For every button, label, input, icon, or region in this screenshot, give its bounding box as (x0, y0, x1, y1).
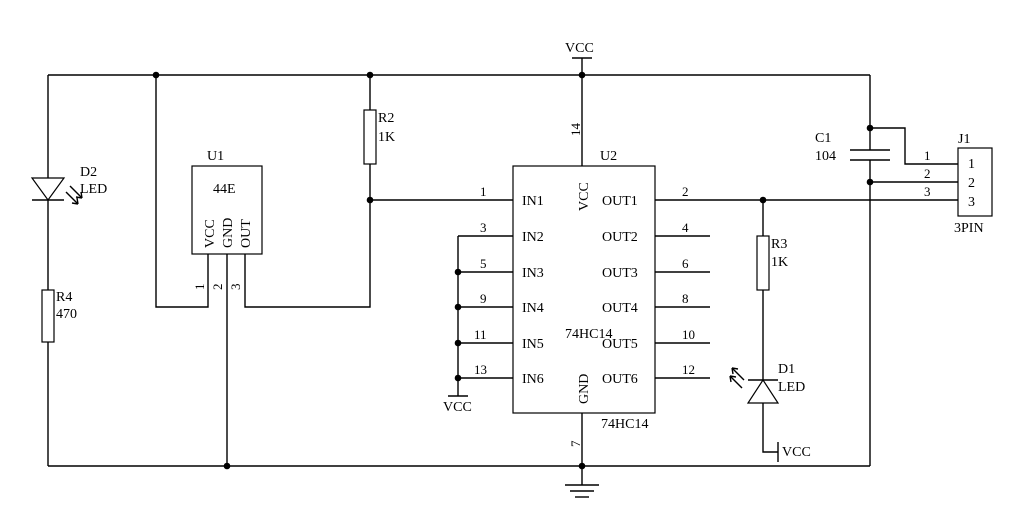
j1-connector: J1 3PIN 1 2 3 1 2 3 (924, 132, 993, 236)
u2-in1-pin: 1 (480, 184, 487, 199)
u2-part-below: 74HC14 (601, 417, 648, 432)
u2-in6-label: IN6 (522, 372, 544, 387)
u2-out4-pin: 8 (682, 291, 689, 306)
u2-in4-pin: 9 (480, 291, 487, 306)
u2-in2-pin: 3 (480, 220, 487, 235)
u1-pin-vcc: VCC (203, 219, 218, 248)
u2-in2-label: IN2 (522, 230, 544, 245)
junctions (152, 71, 874, 470)
vcc-left-symbol: VCC (443, 395, 472, 415)
u2-out3-pin: 6 (682, 256, 689, 271)
u2-in5-label: IN5 (522, 337, 544, 352)
c1-ref: C1 (815, 131, 831, 146)
j1-wire-3: 3 (924, 184, 931, 199)
r4-ref: R4 (56, 290, 72, 305)
vcc-left-label: VCC (443, 400, 472, 415)
j1-pin-1: 1 (968, 157, 975, 172)
u2-gnd-label: GND (577, 374, 592, 404)
u1-hall-sensor: U1 44E VCC GND OUT 1 2 3 (191, 149, 263, 291)
r3-ref: R3 (771, 237, 787, 252)
u1-pin-out: OUT (239, 219, 254, 248)
u2-out2-label: OUT2 (602, 230, 638, 245)
d1-led: D1 LED (729, 362, 805, 404)
u1-pin-num-2: 2 (210, 284, 225, 291)
u2-in3-pin: 5 (480, 256, 487, 271)
r4-value: 470 (56, 307, 77, 322)
u2-out5-pin: 10 (682, 327, 695, 342)
c1-capacitor: C1 104 (815, 131, 890, 164)
u2-in4-label: IN4 (522, 301, 544, 316)
u2-ref: U2 (600, 149, 617, 164)
u2-gnd-pin: 7 (568, 440, 583, 447)
j1-pin-2: 2 (968, 176, 975, 191)
d1-type: LED (778, 380, 805, 395)
u2-out3-label: OUT3 (602, 266, 638, 281)
r3-resistor: R3 1K (756, 235, 788, 291)
u1-pin-num-3: 3 (228, 284, 243, 291)
u1-pin-gnd: GND (221, 218, 236, 248)
r4-resistor: R4 470 (41, 289, 77, 343)
vcc-right-label: VCC (782, 445, 811, 460)
u2-out4-label: OUT4 (602, 301, 638, 316)
u1-ref: U1 (207, 149, 224, 164)
d2-ref: D2 (80, 165, 97, 180)
u2-in5-pin: 11 (474, 327, 487, 342)
r2-resistor: R2 1K (363, 109, 395, 165)
u2-in6-pin: 13 (474, 362, 487, 377)
j1-pin-3: 3 (968, 195, 975, 210)
u2-out5-label: OUT5 (602, 337, 638, 352)
u1-pin-num-1: 1 (192, 284, 207, 291)
wires (47, 58, 958, 485)
u2-vcc-pin: 14 (568, 123, 583, 137)
r2-value: 1K (378, 130, 395, 145)
u2-out1-pin: 2 (682, 184, 689, 199)
vcc-right-symbol: VCC (777, 442, 811, 462)
d1-ref: D1 (778, 362, 795, 377)
j1-wire-1: 1 (924, 148, 931, 163)
r2-ref: R2 (378, 111, 394, 126)
u2-74hc14: U2 14 7 VCC GND 74HC14 74HC14 IN1 IN2 IN… (474, 123, 695, 448)
j1-ref: J1 (958, 132, 970, 147)
u1-part: 44E (213, 182, 236, 197)
u2-out6-label: OUT6 (602, 372, 638, 387)
u2-vcc-label: VCC (577, 182, 592, 211)
vcc-top-label: VCC (565, 41, 594, 56)
j1-wire-2: 2 (924, 166, 931, 181)
u2-in1-label: IN1 (522, 194, 544, 209)
c1-value: 104 (815, 149, 836, 164)
j1-type: 3PIN (954, 221, 984, 236)
u2-out6-pin: 12 (682, 362, 695, 377)
d2-type: LED (80, 182, 107, 197)
u2-in3-label: IN3 (522, 266, 544, 281)
vcc-top-symbol: VCC (565, 41, 594, 59)
u2-part-inside: 74HC14 (565, 327, 612, 342)
u2-out2-pin: 4 (682, 220, 689, 235)
r3-value: 1K (771, 255, 788, 270)
d2-led: D2 LED (30, 165, 107, 205)
ground-symbol (565, 484, 599, 498)
u2-out1-label: OUT1 (602, 194, 638, 209)
